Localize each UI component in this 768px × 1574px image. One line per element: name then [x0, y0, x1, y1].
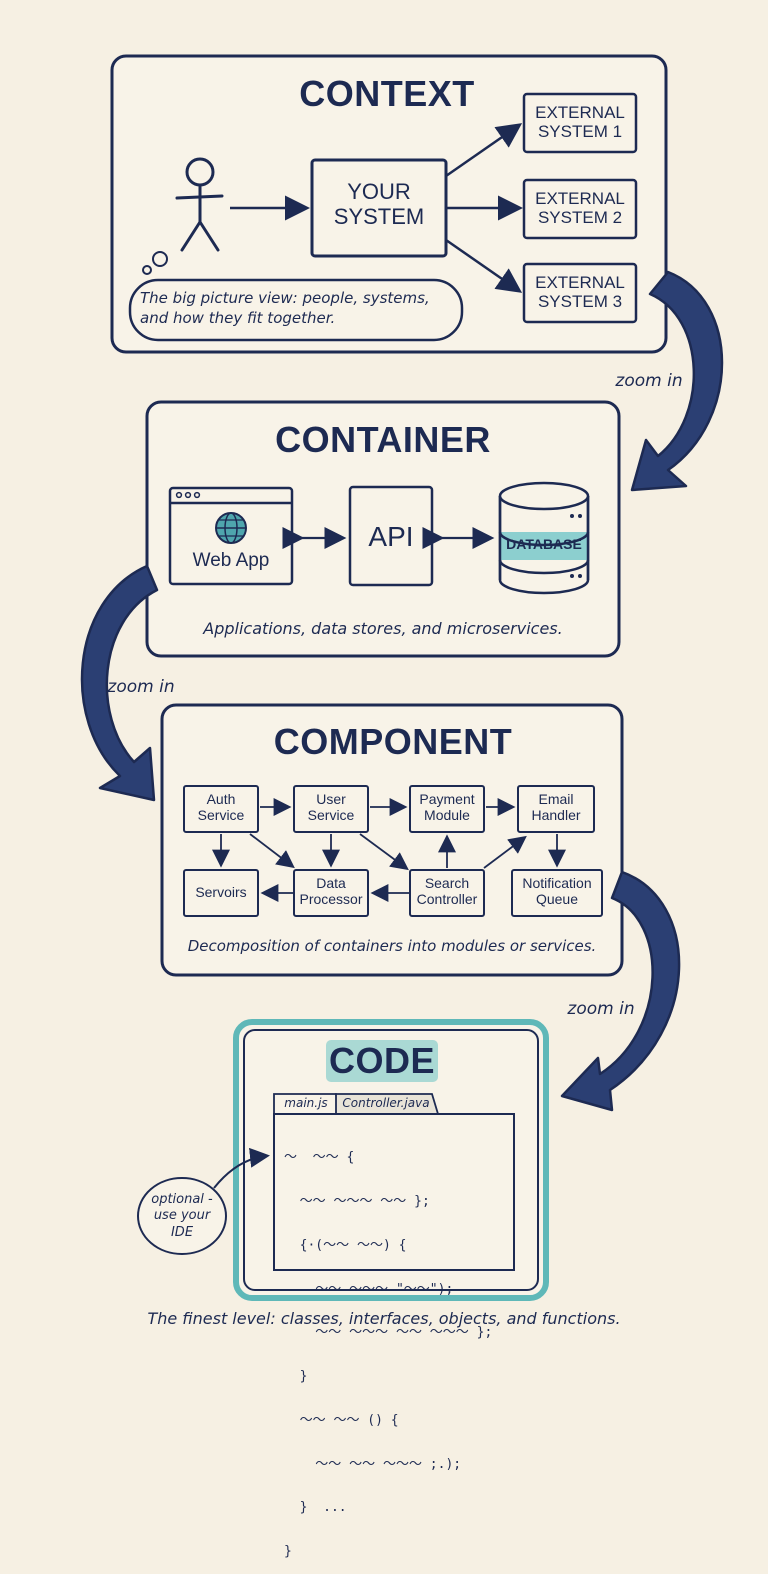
- component-label-line: Data: [316, 875, 346, 891]
- component-label-line: Payment: [419, 791, 475, 807]
- zoom-label-3: zoom in: [567, 999, 635, 1019]
- code-line: 〜 〜〜 {: [284, 1150, 355, 1166]
- component-label-line: Servoirs: [195, 884, 247, 900]
- your-system-label-line: YOUR: [347, 179, 411, 204]
- context-title: CONTEXT: [299, 73, 475, 114]
- thought-bubble-icon: [142, 265, 152, 275]
- component-servoirs: Servoirs: [184, 884, 258, 901]
- external-system-3-box: [522, 262, 638, 324]
- container-note: Applications, data stores, and microserv…: [203, 619, 563, 638]
- zoom-label-2: zoom in: [107, 677, 175, 697]
- external-system-2-box: [522, 178, 638, 240]
- code-line: 〜〜 〜〜 〜〜〜 ;.);: [284, 1456, 462, 1472]
- your-system-label-line: SYSTEM: [333, 203, 425, 229]
- external-system-label-line: EXTERNAL: [535, 103, 625, 122]
- tab-main-js[interactable]: main.js: [284, 1096, 328, 1110]
- component-label-line: Email: [538, 791, 574, 807]
- code-line: 〜〜 〜〜〜 〜〜 〜〜〜 };: [284, 1325, 493, 1341]
- external-system-label-line: SYSTEM 2: [537, 208, 623, 228]
- code-line: 〜〜 〜〜 () {: [284, 1412, 399, 1428]
- component-label-line: User: [316, 791, 346, 807]
- optional-note-line: IDE: [170, 1224, 194, 1240]
- component-note: Decomposition of containers into modules…: [187, 937, 597, 955]
- code-body: 〜 〜〜 { 〜〜 〜〜〜 〜〜 }; {·(〜〜 〜〜) { 〜〜 〜〜〜 "…: [284, 1122, 510, 1574]
- external-system-1-box: [522, 92, 638, 154]
- code-line: }: [284, 1369, 308, 1385]
- optional-note-bubble: [137, 1177, 227, 1255]
- component-label-line: Queue: [535, 890, 579, 907]
- zoom-arrow-2: [80, 564, 159, 802]
- context-note-line: The big picture view: people, systems,: [140, 289, 430, 307]
- component-label-line: Handler: [531, 806, 581, 823]
- component-label-line: Controller: [416, 890, 478, 907]
- zoom-arrow-1: [630, 270, 724, 492]
- zoom-arrow-3: [560, 870, 681, 1112]
- component-label-line: Processor: [299, 890, 363, 907]
- external-system-label-line: EXTERNAL: [535, 189, 625, 208]
- component-label-line: Module: [424, 806, 470, 823]
- zoom-label-1: zoom in: [615, 371, 683, 391]
- component-title: COMPONENT: [273, 721, 513, 762]
- system-to-ext1-arrow: [445, 123, 523, 178]
- code-editor-window: [273, 1113, 515, 1271]
- code-line: }: [284, 1544, 292, 1560]
- component-arrows: [212, 798, 566, 902]
- external-system-label-line: EXTERNAL: [535, 273, 625, 292]
- code-title: CODE: [328, 1040, 435, 1081]
- external-system-label-line: SYSTEM 1: [537, 122, 623, 142]
- context-note: The big picture view: people, systems, a…: [140, 289, 450, 328]
- component-label-line: Notification: [522, 875, 592, 891]
- component-label-line: Service: [197, 806, 245, 823]
- component-boxes: [183, 785, 603, 917]
- component-label-line: Search: [424, 875, 470, 891]
- container-title: CONTAINER: [275, 419, 491, 460]
- tab-controller-java[interactable]: Controller.java: [342, 1096, 430, 1110]
- context-note-line: and how they fit together.: [140, 308, 336, 327]
- external-system-1-label: EXTERNAL SYSTEM 1: [524, 103, 636, 141]
- optional-note: optional - use your IDE: [140, 1192, 224, 1241]
- optional-note-line: optional -: [151, 1192, 213, 1207]
- code-title-highlight: [326, 1040, 438, 1082]
- external-system-3-label: EXTERNAL SYSTEM 3: [524, 273, 636, 311]
- thought-bubble-icon: [152, 251, 168, 267]
- code-line: 〜〜 〜〜〜 〜〜 };: [284, 1193, 430, 1209]
- code-line: } ...: [284, 1500, 347, 1516]
- database-label: DATABASE: [506, 536, 582, 552]
- web-app-label: Web App: [192, 550, 270, 571]
- globe-icon: [215, 512, 247, 544]
- optional-note-line: use your: [153, 1208, 211, 1224]
- code-line: {·(〜〜 〜〜) {: [284, 1237, 407, 1253]
- optional-note-arrow: [213, 1147, 270, 1189]
- system-to-ext3-arrow: [445, 238, 523, 293]
- external-system-2-label: EXTERNAL SYSTEM 2: [524, 189, 636, 227]
- api-label: API: [368, 521, 414, 552]
- code-caption: The finest level: classes, interfaces, o…: [147, 1309, 621, 1328]
- your-system-label: YOUR SYSTEM: [312, 179, 446, 229]
- context-note-bubble: [128, 278, 464, 342]
- database-icon: [498, 481, 590, 595]
- external-system-label-line: SYSTEM 3: [537, 292, 623, 312]
- component-label-line: Auth: [206, 791, 236, 807]
- person-icon: [175, 157, 224, 252]
- code-line: 〜〜 〜〜〜 "〜〜");: [284, 1281, 454, 1297]
- component-label-line: Service: [307, 806, 355, 823]
- component-panel: [160, 703, 624, 977]
